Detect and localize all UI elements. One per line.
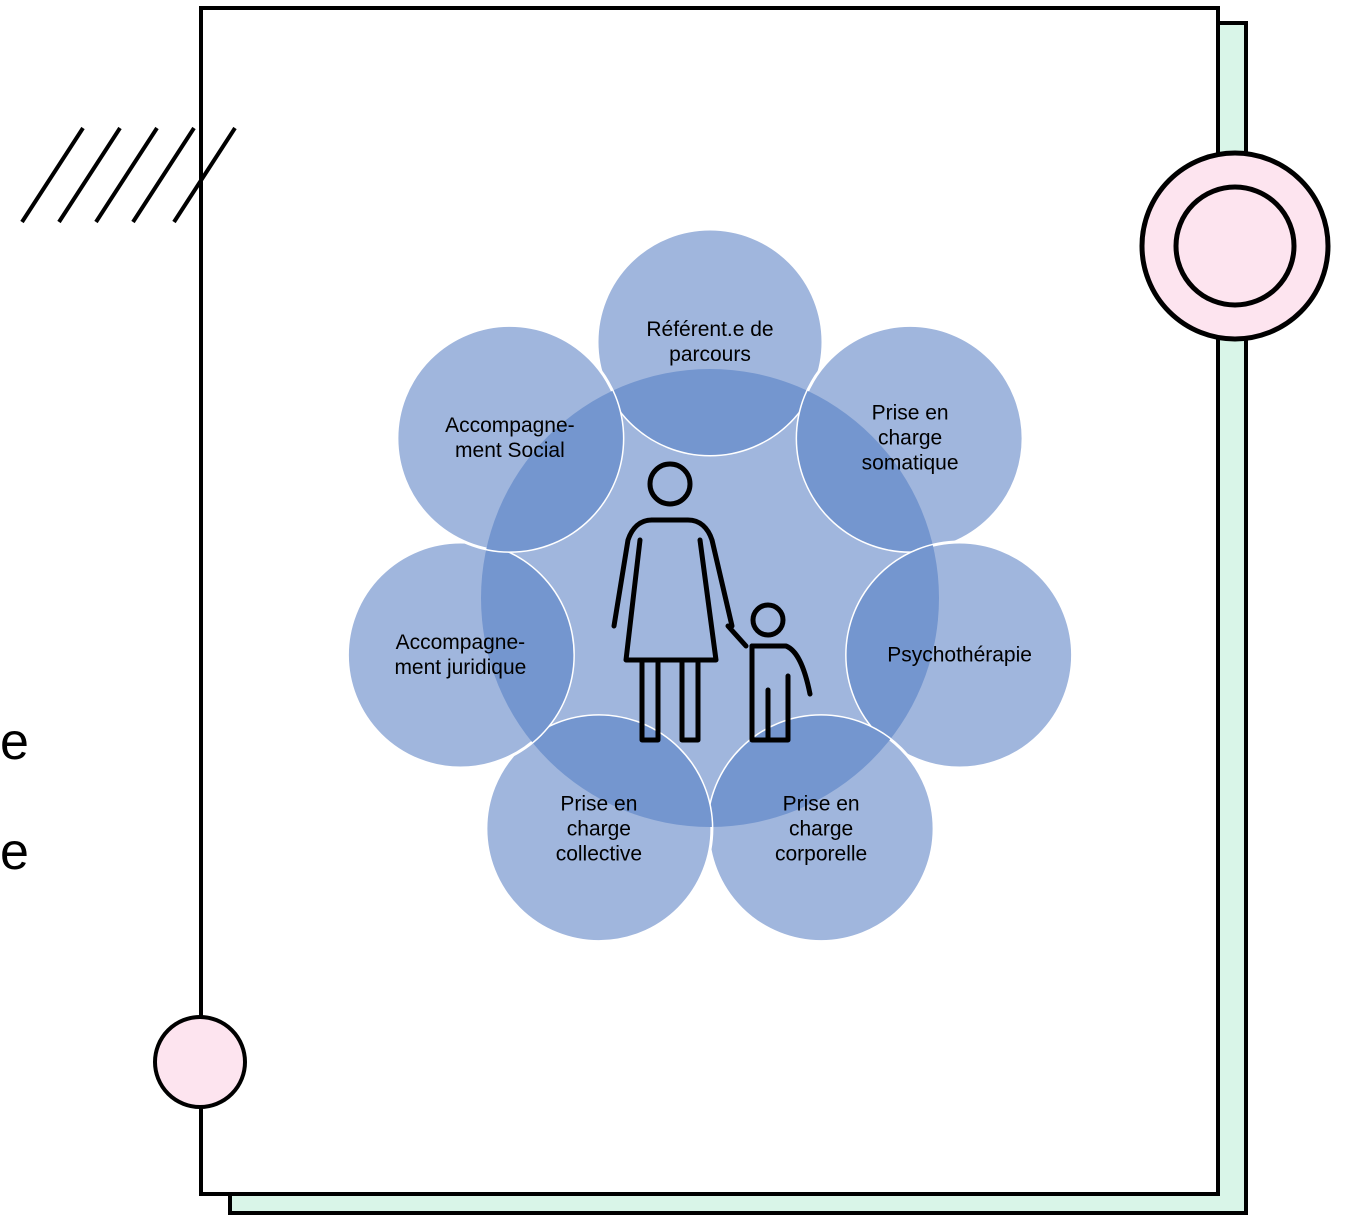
diagonal-hatch-icon	[20, 126, 237, 224]
bubble-label-juridique: Accompagne- ment juridique	[394, 631, 527, 679]
bubble-overlap-social	[481, 369, 623, 552]
bubble-label-collective: Prise en charge collective	[555, 792, 643, 866]
bubble-label-somatique: Prise en charge somatique	[861, 401, 959, 475]
bubble-label-referent: Référent.e de parcours	[646, 318, 774, 366]
bubble-label-psychotherapie: Psychothérapie	[887, 643, 1032, 667]
side-text-line-2: e	[0, 823, 29, 881]
side-text-line-1: e	[0, 713, 29, 771]
bubble-label-social: Accompagne- ment Social	[445, 414, 575, 463]
bubble-overlap-somatique	[797, 369, 939, 552]
bubble-label-corporelle: Prise en charge corporelle	[774, 792, 868, 866]
